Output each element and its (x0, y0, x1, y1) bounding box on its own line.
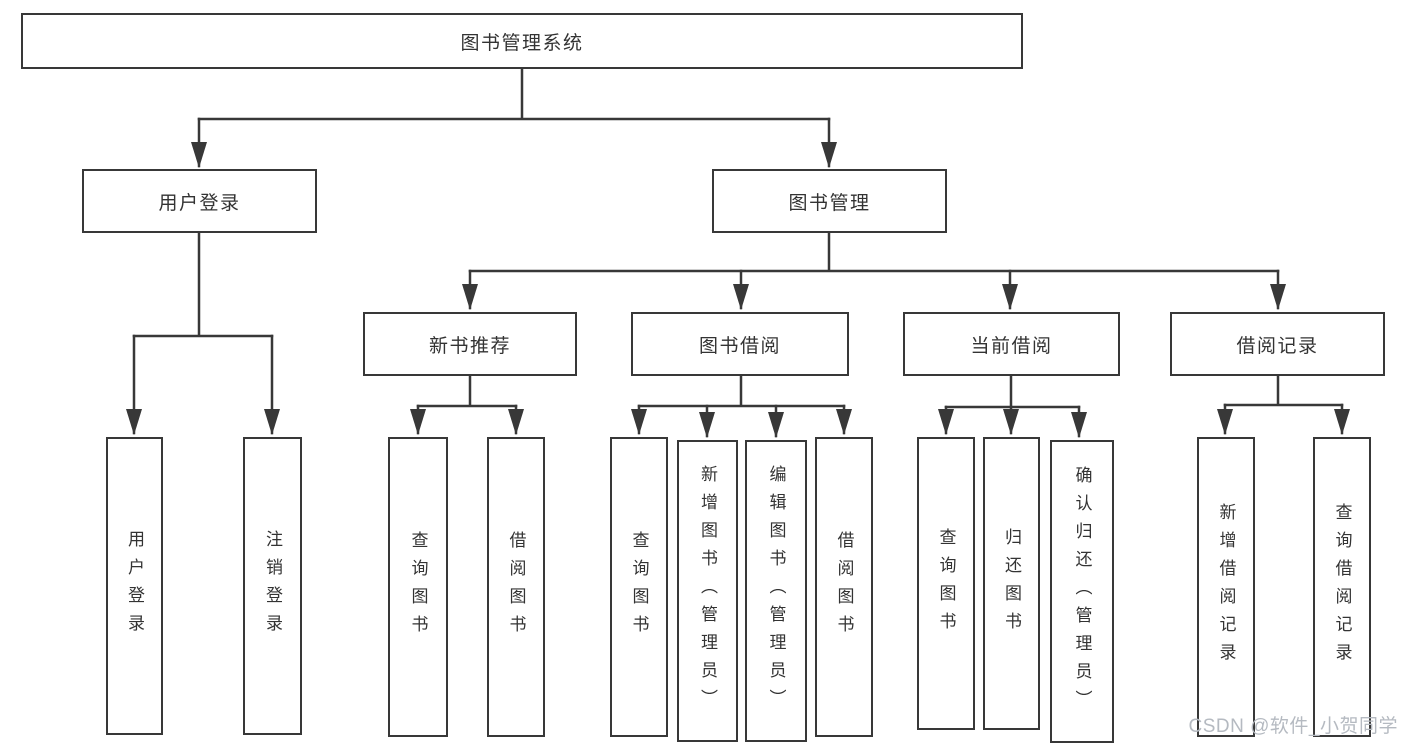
leaf-query-borrow-record: 查询借阅记录 (1313, 437, 1371, 737)
node-library-management-system: 图书管理系统 (21, 13, 1023, 69)
node-label: 借阅图书 (834, 531, 854, 643)
node-label: 图书管理 (788, 192, 871, 214)
node-label: 查询图书 (408, 531, 428, 643)
node-label: 用户登录 (158, 192, 241, 214)
node-borrowing-records: 借阅记录 (1170, 312, 1385, 376)
leaf-add-books-admin: 新增图书（管理员） (677, 440, 738, 742)
leaf-logout: 注销登录 (243, 437, 302, 735)
node-label: 用户登录 (125, 530, 144, 642)
node-label: 新书推荐 (428, 335, 511, 357)
leaf-borrow-books: 借阅图书 (815, 437, 873, 737)
node-book-management: 图书管理 (712, 169, 947, 233)
leaf-return-books: 归还图书 (983, 437, 1040, 730)
node-new-book-recommend: 新书推荐 (363, 312, 577, 376)
node-label: 借阅记录 (1236, 335, 1319, 357)
node-current-borrowing: 当前借阅 (903, 312, 1120, 376)
leaf-edit-books-admin: 编辑图书（管理员） (745, 440, 807, 742)
leaf-user-login: 用户登录 (106, 437, 163, 735)
node-label: 编辑图书（管理员） (766, 465, 786, 717)
node-label: 图书管理系统 (460, 32, 584, 54)
node-label: 查询图书 (936, 527, 956, 640)
leaf-query-books-current: 查询图书 (917, 437, 975, 730)
leaf-query-books-recommend: 查询图书 (388, 437, 448, 737)
node-label: 注销登录 (263, 530, 282, 642)
node-label: 查询图书 (629, 531, 649, 643)
node-book-borrowing: 图书借阅 (631, 312, 849, 376)
node-label: 图书借阅 (698, 335, 781, 357)
node-label: 归还图书 (1002, 527, 1021, 640)
node-label: 新增借阅记录 (1216, 503, 1236, 671)
node-user-login: 用户登录 (82, 169, 317, 233)
leaf-add-borrow-record: 新增借阅记录 (1197, 437, 1255, 737)
node-label: 查询借阅记录 (1332, 503, 1352, 671)
leaf-borrow-books-recommend: 借阅图书 (487, 437, 545, 737)
node-label: 当前借阅 (970, 335, 1053, 357)
node-label: 新增图书（管理员） (698, 465, 717, 717)
node-label: 确认归还（管理员） (1072, 465, 1092, 718)
leaf-query-books-borrowing: 查询图书 (610, 437, 668, 737)
node-label: 借阅图书 (506, 531, 526, 643)
leaf-confirm-return-admin: 确认归还（管理员） (1050, 440, 1114, 743)
